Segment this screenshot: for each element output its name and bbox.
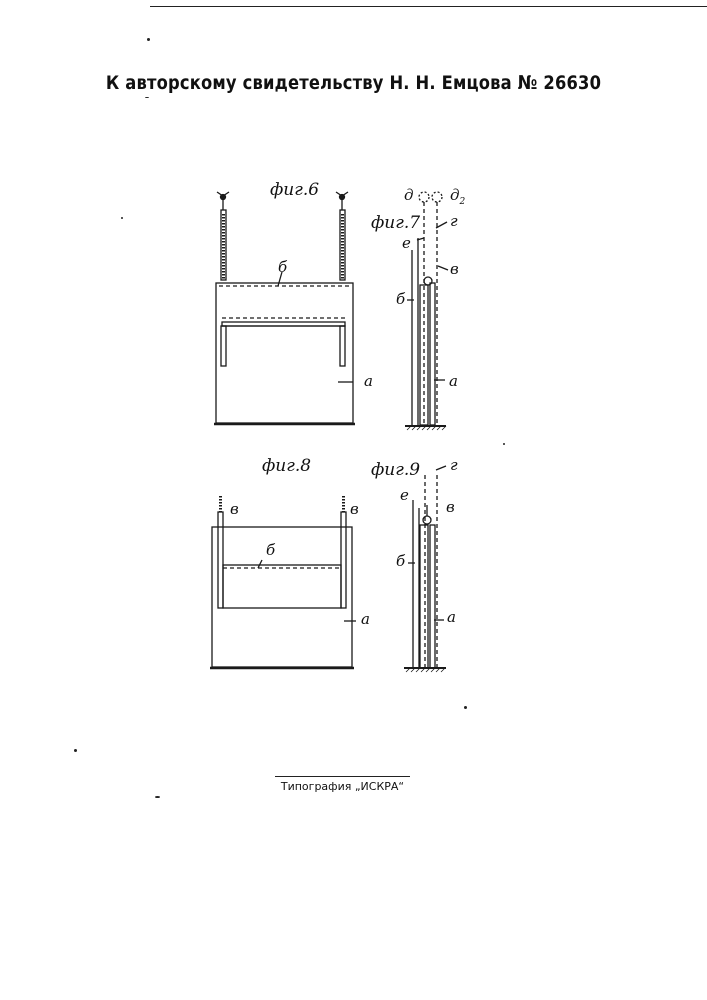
scan-speck — [147, 38, 150, 41]
printer-imprint: Типография „ИСКРА“ — [275, 776, 410, 793]
fig9-part-a: а — [447, 608, 456, 626]
fig8-part-v-right: в — [350, 500, 359, 518]
scan-speck — [155, 796, 160, 798]
fig7-part-v: в — [450, 260, 459, 278]
fig9-part-g: г — [450, 456, 458, 474]
fig8-part-b: б — [266, 541, 275, 559]
scan-speck — [503, 443, 505, 445]
fig7-part-b: б — [396, 290, 405, 308]
fig6-drawing — [214, 192, 355, 424]
fig7-part-g: г — [450, 212, 458, 230]
scan-speck — [145, 97, 149, 98]
fig7-part-a: а — [449, 372, 458, 390]
fig8-drawing — [210, 496, 356, 668]
fig8-label: фиг.8 — [262, 456, 311, 476]
fig9-drawing — [404, 466, 446, 672]
scan-speck — [74, 749, 77, 752]
fig9-part-e: е — [400, 486, 409, 504]
fig7-part-d1: д — [404, 186, 414, 204]
fig8-part-v-left: в — [230, 500, 239, 518]
fig9-part-b: б — [396, 552, 405, 570]
scan-speck — [464, 706, 467, 709]
fig6-part-b: б — [278, 258, 287, 276]
fig7-part-d2: д2 — [450, 186, 465, 207]
fig6-label: фиг.6 — [270, 180, 319, 200]
fig8-part-a: а — [361, 610, 370, 628]
fig7-label: фиг.7 — [371, 213, 420, 233]
fig9-part-v: в — [446, 498, 455, 516]
fig9-label: фиг.9 — [371, 460, 420, 480]
scan-speck — [121, 217, 123, 219]
fig6-part-a: а — [364, 372, 373, 390]
fig7-part-e: е — [402, 234, 411, 252]
